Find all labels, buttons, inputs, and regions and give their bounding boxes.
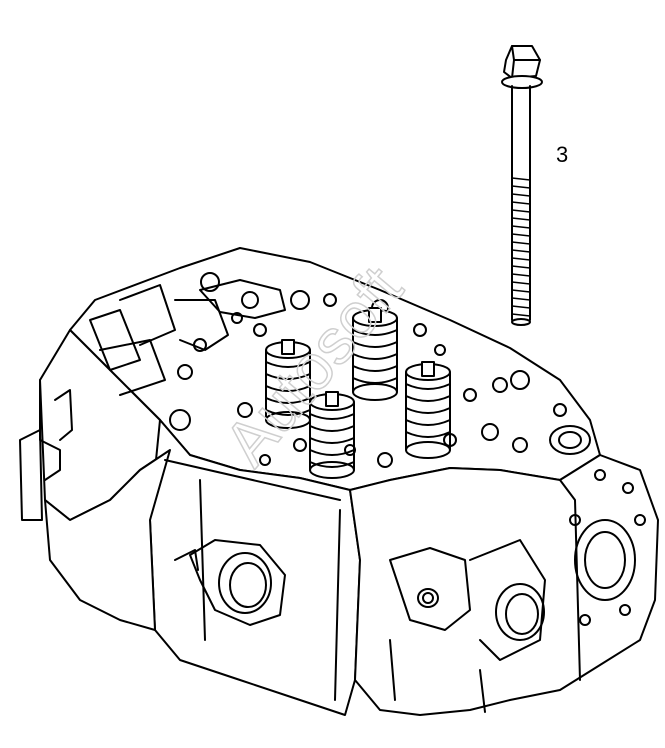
valve-spring — [352, 307, 398, 401]
cylinder-head — [19, 247, 659, 716]
callout-label-3: 3 — [556, 142, 569, 167]
bolt — [501, 45, 543, 326]
valve-spring — [309, 391, 355, 479]
valve-spring — [405, 361, 451, 459]
